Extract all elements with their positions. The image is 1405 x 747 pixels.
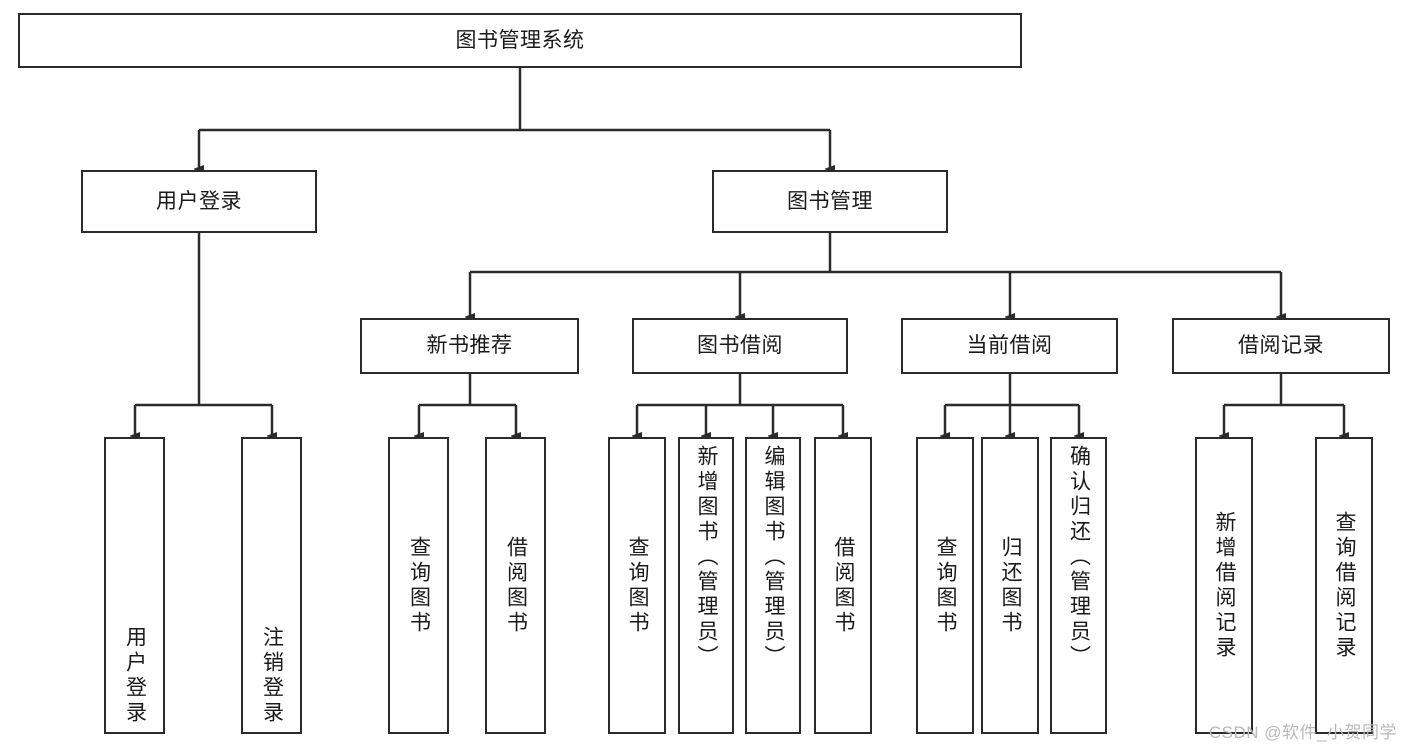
node-label: 借阅图书 (832, 535, 856, 636)
edge-layer (135, 68, 1344, 436)
node-label: 新书推荐 (426, 334, 513, 358)
node-label: 借阅记录 (1238, 334, 1324, 358)
node-newbook[interactable]: 新书推荐 (360, 318, 579, 374)
node-leaf-cur-2[interactable]: 归还图书 (981, 437, 1039, 734)
node-leaf-rec-1[interactable]: 新增借阅记录 (1195, 437, 1253, 734)
node-label: 归还图书 (999, 535, 1023, 636)
node-label: 用户登录 (156, 189, 242, 213)
node-leaf-borrow-2[interactable]: 新增图书（管理员） (678, 437, 734, 734)
node-label: 查询图书 (934, 535, 958, 636)
node-records[interactable]: 借阅记录 (1172, 318, 1390, 374)
node-label: 注销登录 (260, 626, 284, 726)
node-label: 新增图书（管理员） (695, 445, 719, 670)
node-leaf-cur-3[interactable]: 确认归还（管理员） (1050, 437, 1107, 734)
node-label: 当前借阅 (966, 334, 1053, 358)
node-label: 图书管理系统 (455, 28, 585, 52)
node-label: 图书管理 (787, 189, 873, 213)
node-leaf-borrow-1[interactable]: 查询图书 (608, 437, 666, 734)
node-label: 编辑图书（管理员） (762, 445, 786, 670)
node-label: 确认归还（管理员） (1067, 445, 1091, 670)
node-current[interactable]: 当前借阅 (901, 318, 1118, 374)
node-borrow[interactable]: 图书借阅 (632, 318, 848, 374)
watermark-label: CSDN @软件_小贺同学 (1208, 723, 1397, 742)
node-leaf-borrow-3[interactable]: 编辑图书（管理员） (745, 437, 801, 734)
node-login[interactable]: 用户登录 (81, 170, 317, 233)
node-leaf-new-2[interactable]: 借阅图书 (485, 437, 546, 734)
node-label: 查询图书 (626, 535, 650, 636)
node-leaf-new-1[interactable]: 查询图书 (388, 437, 449, 734)
node-leaf-cur-1[interactable]: 查询图书 (916, 437, 974, 734)
node-label: 查询借阅记录 (1333, 510, 1357, 661)
node-leaf-login-1[interactable]: 用户登录 (104, 437, 165, 734)
node-label: 新增借阅记录 (1213, 510, 1237, 661)
node-root[interactable]: 图书管理系统 (18, 13, 1022, 68)
node-label: 图书借阅 (697, 334, 783, 358)
node-leaf-rec-2[interactable]: 查询借阅记录 (1315, 437, 1373, 734)
node-leaf-borrow-4[interactable]: 借阅图书 (814, 437, 872, 734)
node-label: 借阅图书 (504, 535, 528, 636)
node-label: 查询图书 (407, 535, 431, 636)
node-bookmgmt[interactable]: 图书管理 (712, 170, 948, 233)
node-label: 用户登录 (123, 626, 147, 726)
node-leaf-login-2[interactable]: 注销登录 (241, 437, 302, 734)
